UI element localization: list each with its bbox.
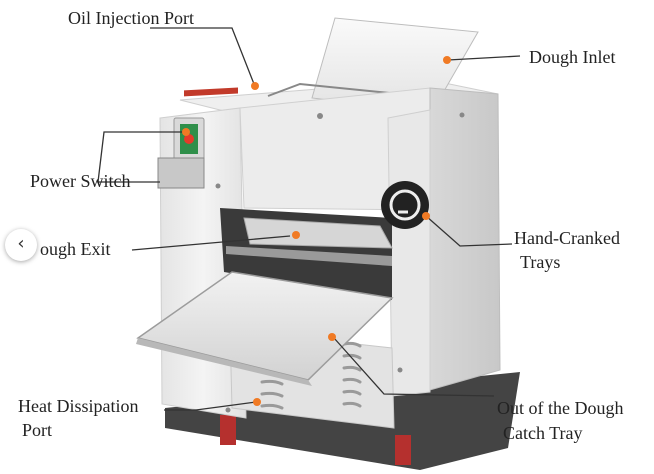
label-heat-port: Port — [22, 420, 53, 440]
nameplate — [157, 157, 205, 189]
label-dough-exit: ough Exit — [40, 239, 111, 259]
label-hand-cranked: Hand-Cranked — [514, 228, 620, 248]
label-dough-inlet: Dough Inlet — [529, 47, 616, 67]
hand-crank-inner — [389, 189, 421, 221]
hand-crank-dial — [381, 181, 429, 229]
label-out-of-dough: Out of the Dough — [497, 398, 624, 418]
machine-side — [429, 87, 501, 391]
screws — [215, 112, 465, 413]
foot-left — [220, 415, 236, 445]
catch-tray-lip — [136, 338, 312, 386]
switch-light — [184, 134, 194, 144]
chevron-left-icon: ‹ — [17, 233, 25, 254]
roller — [226, 246, 392, 266]
label-oil-injection-port: Oil Injection Port — [68, 8, 194, 28]
red-strip — [184, 87, 238, 97]
prev-button[interactable]: ‹ — [5, 229, 37, 261]
leader-lines — [97, 27, 521, 411]
machine-right-front — [387, 109, 431, 397]
foot-right — [395, 435, 411, 465]
label-power-switch: Power Switch — [30, 171, 131, 191]
label-trays: Trays — [520, 252, 561, 272]
label-catch-tray: Catch Tray — [503, 423, 583, 443]
label-heat-dissipation: Heat Dissipation — [18, 396, 139, 416]
dough-exit-sheet — [243, 217, 393, 249]
marker-dots — [182, 56, 451, 406]
